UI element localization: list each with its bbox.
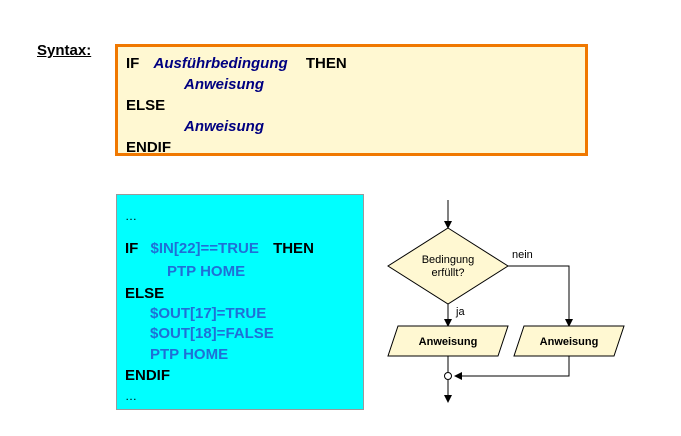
example-if-keyword: IF (125, 240, 139, 257)
syntax-else-keyword: ELSE (126, 97, 166, 114)
example-ellipsis-top: … (125, 209, 137, 223)
syntax-if-keyword: IF (126, 55, 140, 72)
flow-decision-diamond (387, 227, 509, 305)
flow-decision-line-1: Bedingung (422, 254, 475, 266)
example-ellipsis-bottom: … (125, 389, 137, 403)
syntax-label: Syntax: (37, 42, 92, 59)
flow-merge-node (444, 372, 452, 380)
example-condition: $IN[22]==TRUE (150, 240, 259, 257)
syntax-condition: Ausführbedingung (153, 55, 288, 72)
example-endif-keyword: ENDIF (125, 367, 170, 384)
example-else-keyword: ELSE (125, 285, 165, 302)
example-then-statement: PTP HOME (167, 263, 246, 280)
flow-no-arrow (508, 265, 573, 327)
example-then-keyword: THEN (273, 240, 314, 257)
syntax-statement-1: Anweisung (184, 76, 265, 93)
example-else-statement-3: PTP HOME (150, 346, 229, 363)
flow-merge-arrow (454, 356, 570, 380)
flow-no-label: nein (512, 249, 533, 261)
flow-left-action-box (387, 325, 509, 357)
example-if-line: IF $IN[22]==TRUE THEN (125, 240, 314, 257)
example-code-box: … IF $IN[22]==TRUE THEN PTP HOME ELSE $O… (116, 194, 364, 410)
flow-right-action-label: Anweisung (540, 336, 599, 348)
syntax-then-keyword: THEN (305, 55, 347, 72)
syntax-if-line: IF Ausführbedingung THEN (126, 55, 347, 72)
flow-right-action-box (513, 325, 625, 357)
example-else-statement-2: $OUT[18]=FALSE (150, 325, 274, 342)
flow-yes-label: ja (455, 306, 465, 318)
syntax-endif-keyword: ENDIF (126, 139, 171, 156)
syntax-statement-2: Anweisung (184, 118, 265, 135)
example-else-statement-1: $OUT[17]=TRUE (150, 305, 267, 322)
syntax-box: IF Ausführbedingung THEN Anweisung ELSE … (115, 44, 588, 156)
flow-decision-line-2: erfüllt? (431, 267, 464, 279)
flow-left-action-label: Anweisung (419, 336, 478, 348)
